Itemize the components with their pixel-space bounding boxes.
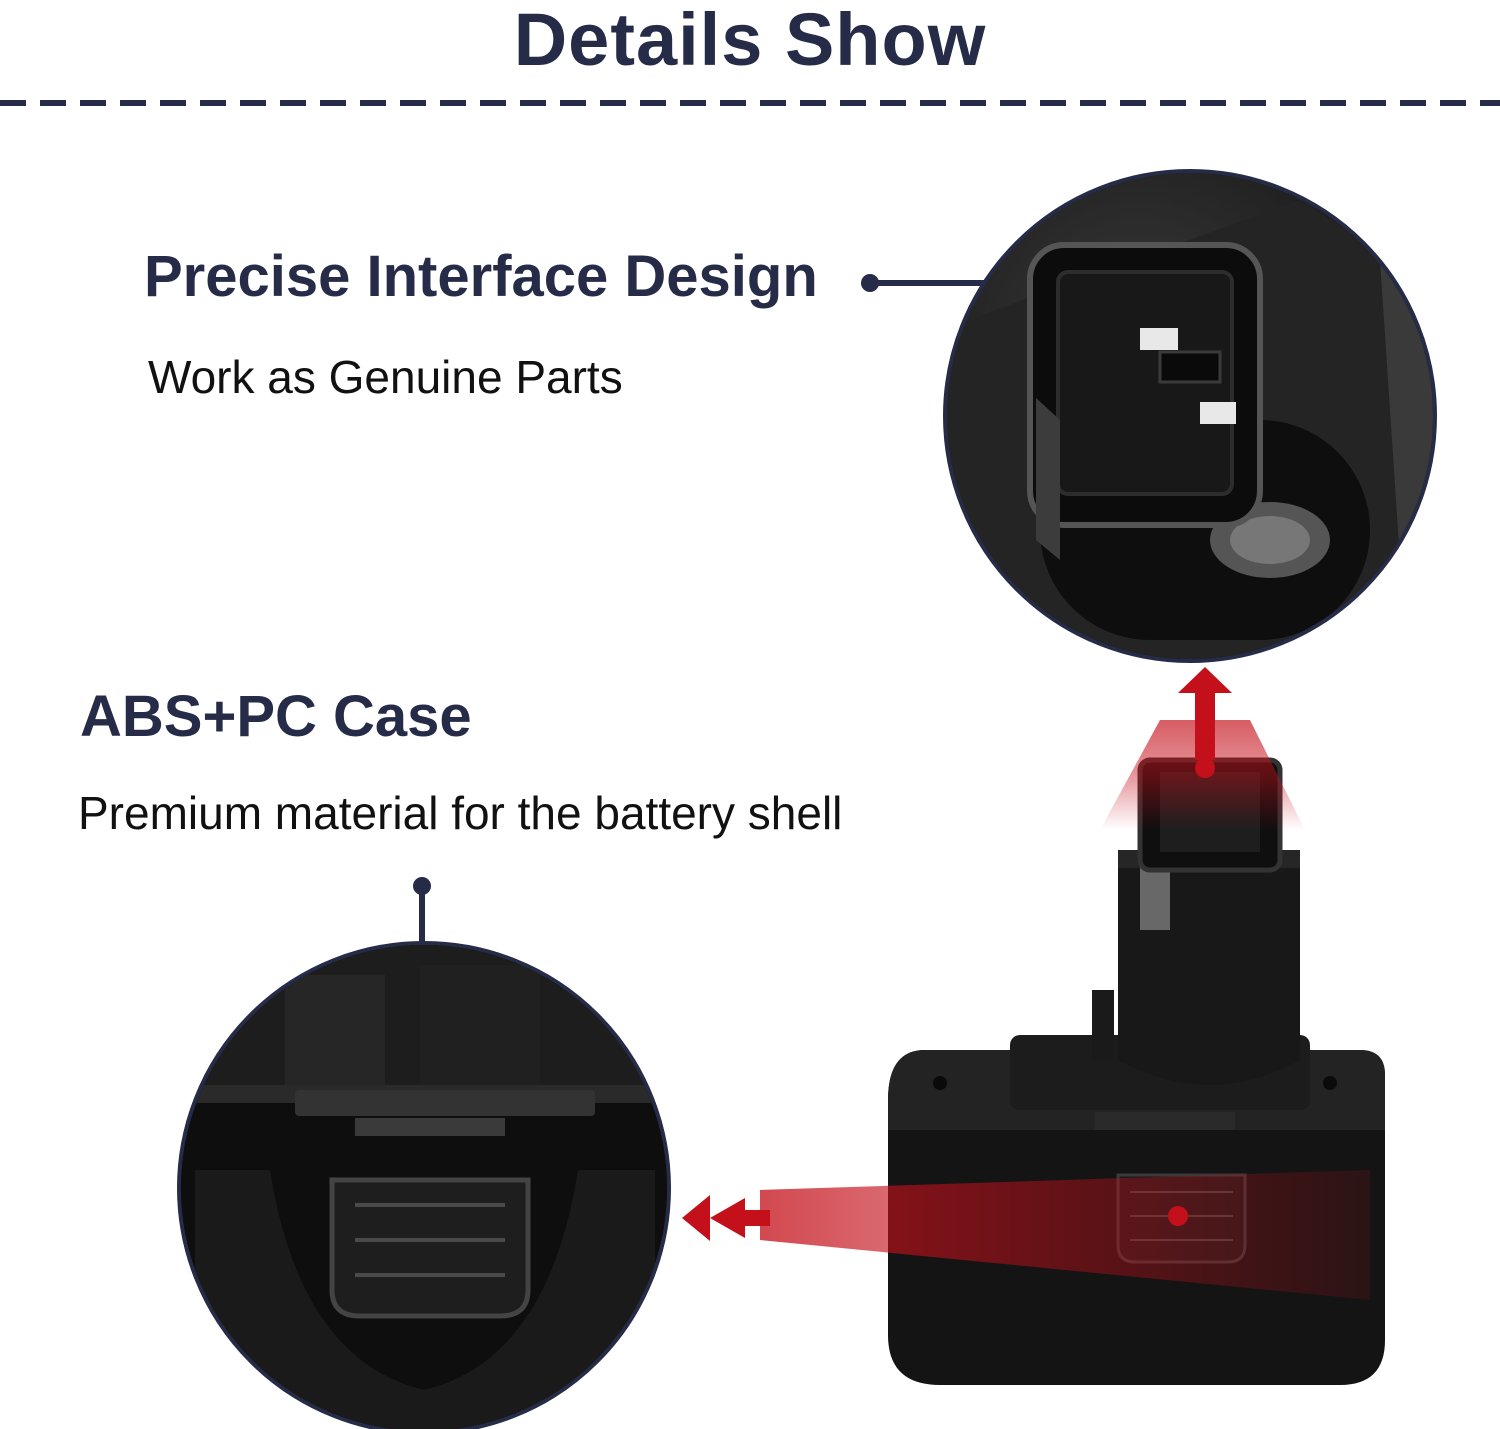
page-title: Details Show bbox=[513, 0, 987, 81]
feature-subtitle-case: Premium material for the battery shell bbox=[78, 787, 843, 839]
arrow-left-red-icon bbox=[682, 1170, 1370, 1300]
interface-zoom-circle bbox=[943, 169, 1437, 663]
arrow-up-red-icon bbox=[1100, 667, 1305, 830]
callout-case bbox=[413, 877, 431, 943]
callout-interface bbox=[861, 274, 990, 292]
feature-title-case: ABS+PC Case bbox=[80, 684, 472, 749]
dashed-divider bbox=[0, 100, 1500, 106]
feature-subtitle-interface: Work as Genuine Parts bbox=[148, 351, 623, 403]
feature-title-interface: Precise Interface Design bbox=[144, 244, 818, 309]
case-zoom-circle bbox=[177, 941, 671, 1429]
